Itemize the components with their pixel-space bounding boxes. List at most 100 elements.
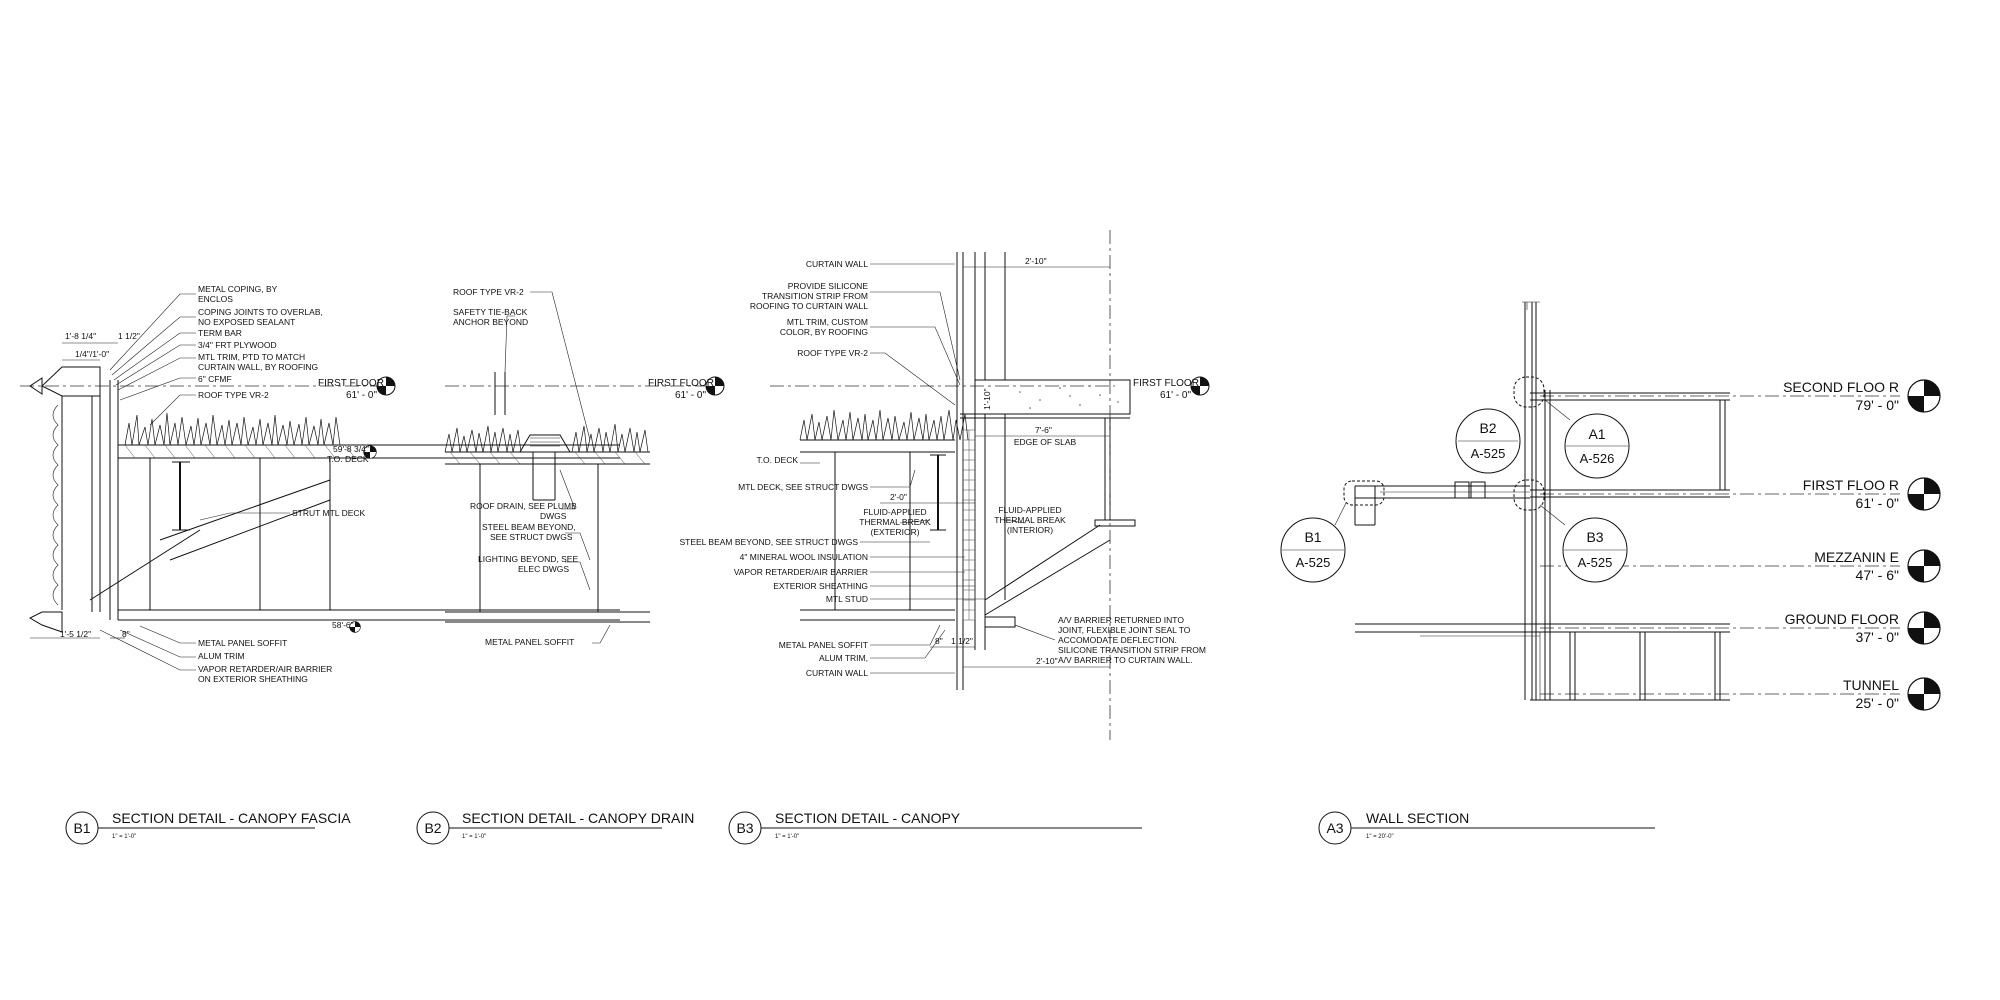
b3-insulation [962,429,976,621]
b3-notes-right: A/V BARRIER RETURNED INTO JOINT, FLEXIBL… [1058,615,1206,665]
b1-dim-3: 1/4"/1'-0" [75,349,109,359]
b1-scale: 1" = 1'-0" [112,834,136,840]
level-marker-icon [1907,611,1941,645]
svg-text:SEE STRUCT DWGS: SEE STRUCT DWGS [490,532,573,542]
a3-scale: 1" = 20'-0" [1366,834,1394,840]
callout-b2-a525[interactable]: B2 A-525 [1455,408,1521,474]
b3-dim-2: 7'-6" [1035,425,1052,435]
b3-dims [880,266,1110,668]
callout-b1-a525[interactable]: B1 A-525 [1280,502,1347,583]
svg-text:THERMAL BREAK: THERMAL BREAK [859,517,931,527]
svg-text:47' - 6": 47' - 6" [1856,567,1899,583]
svg-text:TERM BAR: TERM BAR [198,328,242,338]
svg-text:6" CFMF: 6" CFMF [198,374,232,384]
svg-text:CURTAIN WALL, BY ROOFING: CURTAIN WALL, BY ROOFING [198,362,318,372]
svg-text:ACCOMODATE DEFLECTION.: ACCOMODATE DEFLECTION. [1058,635,1177,645]
svg-text:ALUM TRIM,: ALUM TRIM, [819,653,868,663]
detail-b3: FIRST FLOOR 61' - 0" [679,230,1210,740]
b1-title: SECTION DETAIL - CANOPY FASCIA [112,810,351,826]
svg-text:METAL PANEL SOFFIT: METAL PANEL SOFFIT [485,637,574,647]
svg-text:37' - 0": 37' - 0" [1856,629,1899,645]
b3-level-name: FIRST FLOOR [1133,378,1199,389]
b3-dim-7: 1'-10" [982,388,992,410]
level-marker-icon [1907,477,1941,511]
svg-text:TRANSITION STRIP FROM: TRANSITION STRIP FROM [762,291,868,301]
b1-soffit-elev: 58'-6" [332,620,354,630]
svg-text:MTL TRIM, CUSTOM: MTL TRIM, CUSTOM [787,317,868,327]
b3-dim-6: 1 1/2" [951,636,973,646]
a3-section-detail [1380,301,1541,700]
b1-leaders [99,293,290,671]
svg-text:MTL DECK, SEE STRUCT DWGS: MTL DECK, SEE STRUCT DWGS [738,482,868,492]
b1-dim-2: 1 1/2" [118,331,140,341]
svg-text:FIRST FLOO R: FIRST FLOO R [1803,477,1899,493]
detail-b1: FIRST FLOOR 61' - 0" [20,284,620,684]
svg-text:SILICONE TRANSITION STRIP FROM: SILICONE TRANSITION STRIP FROM [1058,645,1206,655]
svg-text:METAL PANEL SOFFIT: METAL PANEL SOFFIT [198,638,287,648]
b2-notes: ROOF TYPE VR-2 SAFETY TIE-BACK ANCHOR BE… [453,287,578,647]
svg-text:PROVIDE SILICONE: PROVIDE SILICONE [788,281,869,291]
svg-text:METAL COPING, BY: METAL COPING, BY [198,284,278,294]
b2-tag: B2 [424,820,441,836]
b2-scale: 1" = 1'-0" [462,834,486,840]
b1-dim-5: 8" [122,629,130,639]
svg-text:25' - 0": 25' - 0" [1856,695,1899,711]
a3-title: WALL SECTION [1366,810,1469,826]
svg-text:T.O. DECK: T.O. DECK [756,455,798,465]
title-b2: B2 SECTION DETAIL - CANOPY DRAIN 1" = 1'… [416,810,694,845]
svg-text:GROUND FLOOR: GROUND FLOOR [1785,611,1899,627]
b1-deck-elev: 59'-8 3/4" [333,444,369,454]
b3-level-elev: 61' - 0" [1160,390,1191,401]
a3-tag: A3 [1326,820,1343,836]
svg-text:A1: A1 [1588,426,1605,442]
svg-text:3/4" FRT PLYWOOD: 3/4" FRT PLYWOOD [198,340,277,350]
svg-text:METAL PANEL SOFFIT: METAL PANEL SOFFIT [779,640,868,650]
svg-text:ENCLOS: ENCLOS [198,294,233,304]
svg-text:CURTAIN WALL: CURTAIN WALL [806,259,868,269]
title-b3: B3 SECTION DETAIL - CANOPY 1" = 1'-0" [728,810,1142,845]
svg-text:FLUID-APPLIED: FLUID-APPLIED [863,507,926,517]
b3-scale: 1" = 1'-0" [775,834,799,840]
svg-text:ALUM TRIM: ALUM TRIM [198,651,245,661]
callout-b3-a525[interactable]: B3 A-525 [1539,504,1628,583]
svg-text:A-526: A-526 [1580,451,1615,466]
svg-text:SAFETY TIE-BACK: SAFETY TIE-BACK [453,307,528,317]
svg-text:ROOF TYPE VR-2: ROOF TYPE VR-2 [198,390,269,400]
b3-dim-1: 2'-10" [1025,256,1047,266]
b2-leaders [504,291,611,644]
b3-leaders [800,263,1056,674]
svg-text:VAPOR RETARDER/AIR BARRIER: VAPOR RETARDER/AIR BARRIER [198,664,332,674]
b2-level-elev: 61' - 0" [675,390,706,401]
b1-dim-4: 1'-5 1/2" [60,629,91,639]
b3-slab-stipple [1019,385,1119,409]
svg-text:VAPOR RETARDER/AIR BARRIER: VAPOR RETARDER/AIR BARRIER [734,567,868,577]
b1-dim-1: 1'-8 1/4" [65,331,96,341]
detail-a3: SECOND FLOO R 79' - 0" FIRST FLOO R 61' … [1280,301,1941,711]
svg-text:EXTERIOR SHEATHING: EXTERIOR SHEATHING [773,581,868,591]
svg-text:DWGS: DWGS [540,511,567,521]
svg-text:4" MINERAL WOOL INSULATION: 4" MINERAL WOOL INSULATION [740,552,868,562]
b2-section [445,372,650,623]
b1-scallops [52,404,59,606]
svg-text:ROOFING TO CURTAIN WALL: ROOFING TO CURTAIN WALL [750,301,868,311]
svg-text:FLUID-APPLIED: FLUID-APPLIED [998,505,1061,515]
b2-level-name: FIRST FLOOR [648,378,714,389]
svg-text:MTL TRIM, PTD TO MATCH: MTL TRIM, PTD TO MATCH [198,352,305,362]
svg-text:EDGE OF SLAB: EDGE OF SLAB [1014,437,1077,447]
a3-levels: SECOND FLOO R 79' - 0" FIRST FLOO R 61' … [1783,379,1899,711]
svg-text:TUNNEL: TUNNEL [1843,677,1899,693]
svg-text:ON EXTERIOR SHEATHING: ON EXTERIOR SHEATHING [198,674,308,684]
svg-text:B1: B1 [1304,529,1321,545]
svg-text:ROOF TYPE VR-2: ROOF TYPE VR-2 [797,348,868,358]
b2-title: SECTION DETAIL - CANOPY DRAIN [462,810,694,826]
svg-text:COPING JOINTS TO OVERLAB,: COPING JOINTS TO OVERLAB, [198,307,323,317]
svg-text:STEEL BEAM BEYOND, SEE STRUCT: STEEL BEAM BEYOND, SEE STRUCT DWGS [679,537,858,547]
svg-text:A-525: A-525 [1471,446,1506,461]
svg-text:A-525: A-525 [1578,555,1613,570]
svg-text:SECOND FLOO R: SECOND FLOO R [1783,379,1899,395]
a3-section [1354,302,1730,701]
svg-text:79' - 0": 79' - 0" [1856,397,1899,413]
b1-level-name: FIRST FLOOR [318,378,384,389]
callout-a1-a526[interactable]: A1 A-526 [1544,399,1630,479]
